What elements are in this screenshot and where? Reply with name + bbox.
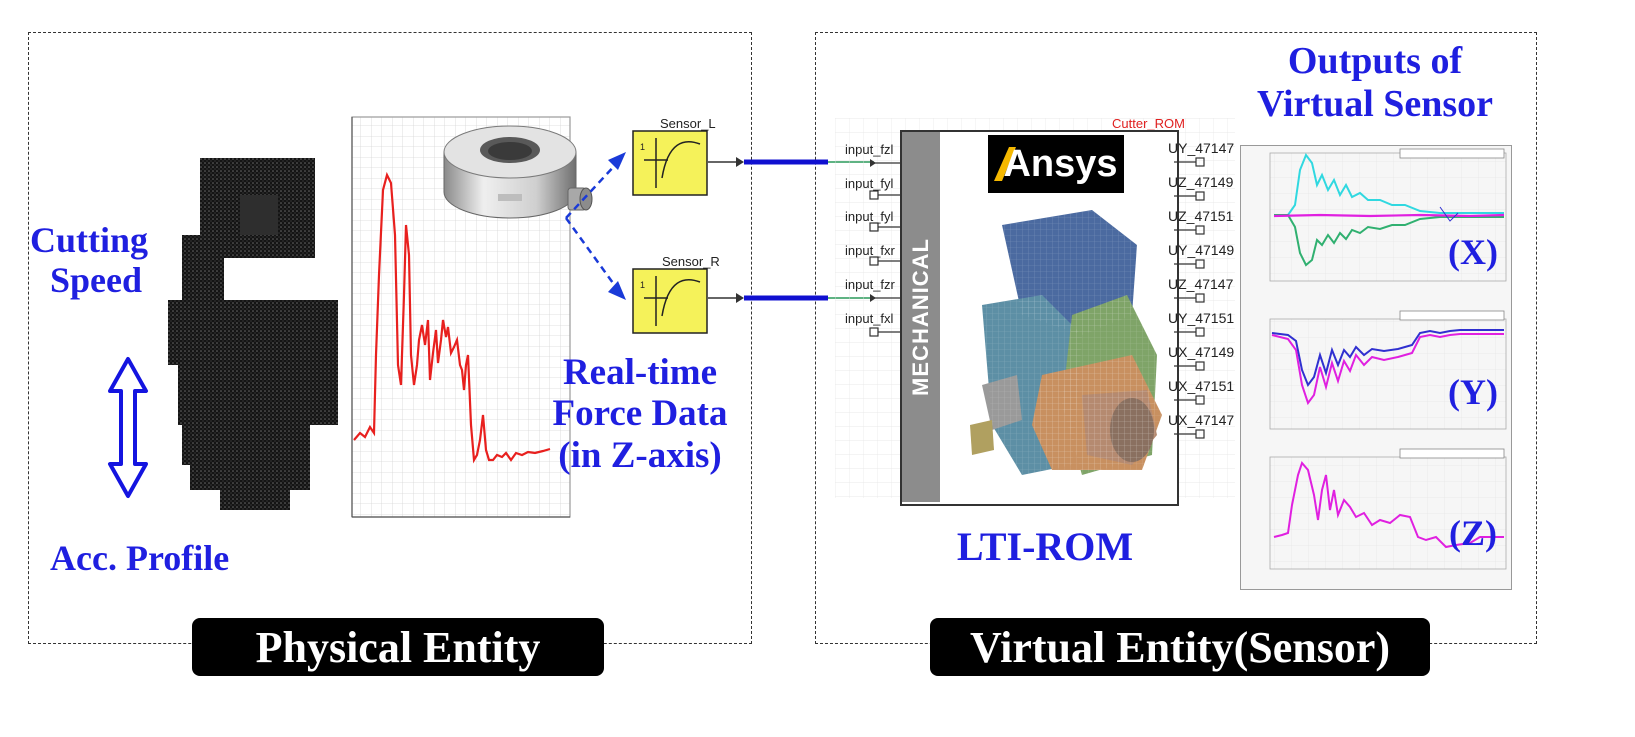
sensor-r-block[interactable]: 1 (632, 268, 708, 334)
sensor-r-label: Sensor_R (662, 254, 720, 269)
output-port-label: UY_47147 (1168, 140, 1235, 156)
force-label-line1: Real-time (562, 352, 718, 393)
input-port-label: input_fzr (845, 277, 895, 292)
cutting-speed-line1: Cutting (30, 220, 149, 260)
sensor-dashed-arrows (564, 152, 626, 300)
output-port-label: UX_47151 (1168, 378, 1235, 394)
speed-double-arrow-icon (108, 357, 148, 498)
cutter-rom-label: Cutter_ROM (1112, 116, 1185, 131)
output-plots-panel (1240, 145, 1512, 590)
acc-profile-label: Acc. Profile (50, 538, 230, 578)
input-port-label: input_fxr (845, 243, 895, 258)
axis-y-label: (Y) (1448, 372, 1498, 412)
force-label-line2: Force Data (552, 393, 728, 435)
input-port-label: input_fyl (845, 176, 894, 191)
cutting-speed-label: Cutting Speed (30, 220, 190, 301)
force-label-line3: (in Z-axis) (558, 434, 722, 476)
output-plot-x (1269, 148, 1507, 282)
series-x-cyan (1274, 152, 1504, 216)
workpiece-mesh-model (168, 158, 338, 510)
ansys-logo-text: Ansys (1003, 142, 1118, 185)
rom-input-ports (869, 159, 900, 337)
series-y-magenta (1271, 333, 1504, 406)
series-z-magenta (1273, 461, 1504, 549)
mechanical-side-bar (902, 132, 940, 502)
lti-rom-label: LTI-ROM (956, 524, 1134, 569)
ansys-logo-mark-icon (994, 147, 1017, 181)
output-port-label: UX_47147 (1168, 412, 1235, 428)
load-cell-sensor-image (443, 125, 593, 219)
output-port-label: UY_47149 (1168, 242, 1235, 258)
series-y-blue (1271, 329, 1504, 388)
rom-output-ports (1174, 157, 1205, 439)
outputs-label-line2: Virtual Sensor (1256, 82, 1494, 125)
axis-z-label: (Z) (1449, 513, 1497, 553)
series-x-magenta (1273, 213, 1505, 218)
svg-text:1: 1 (640, 142, 645, 152)
output-port-label: UZ_47147 (1168, 276, 1234, 292)
realtime-force-label: Real-time Force Data (in Z-axis) (525, 352, 755, 476)
output-plot-z (1269, 448, 1507, 570)
ansys-logo: Ansys (988, 135, 1124, 193)
sensor-l-block[interactable]: 1 (632, 130, 708, 196)
virtual-entity-banner: Virtual Entity(Sensor) (930, 618, 1430, 676)
axis-x-label: (X) (1448, 232, 1498, 272)
mechanical-side-label: MECHANICAL (908, 238, 933, 396)
cutting-speed-line2: Speed (50, 260, 143, 301)
output-plot-y (1269, 310, 1507, 430)
series-x-green (1274, 214, 1504, 267)
fe-model-image (970, 210, 1162, 475)
outputs-label-line1: Outputs of (1287, 40, 1463, 82)
output-port-label: UY_47151 (1168, 310, 1235, 326)
output-port-label: UZ_47151 (1168, 208, 1234, 224)
output-port-label: UX_47149 (1168, 344, 1235, 360)
force-z-series (353, 171, 551, 464)
input-port-label: input_fxl (845, 311, 894, 326)
sensor-l-label: Sensor_L (660, 116, 716, 131)
output-port-label: UZ_47149 (1168, 174, 1234, 190)
outputs-virtual-sensor-label: Outputs of Virtual Sensor (1230, 40, 1520, 125)
input-port-label: input_fzl (845, 142, 894, 157)
physical-entity-banner: Physical Entity (192, 618, 604, 676)
svg-text:1: 1 (640, 280, 645, 290)
input-port-label: input_fyl (845, 209, 894, 224)
